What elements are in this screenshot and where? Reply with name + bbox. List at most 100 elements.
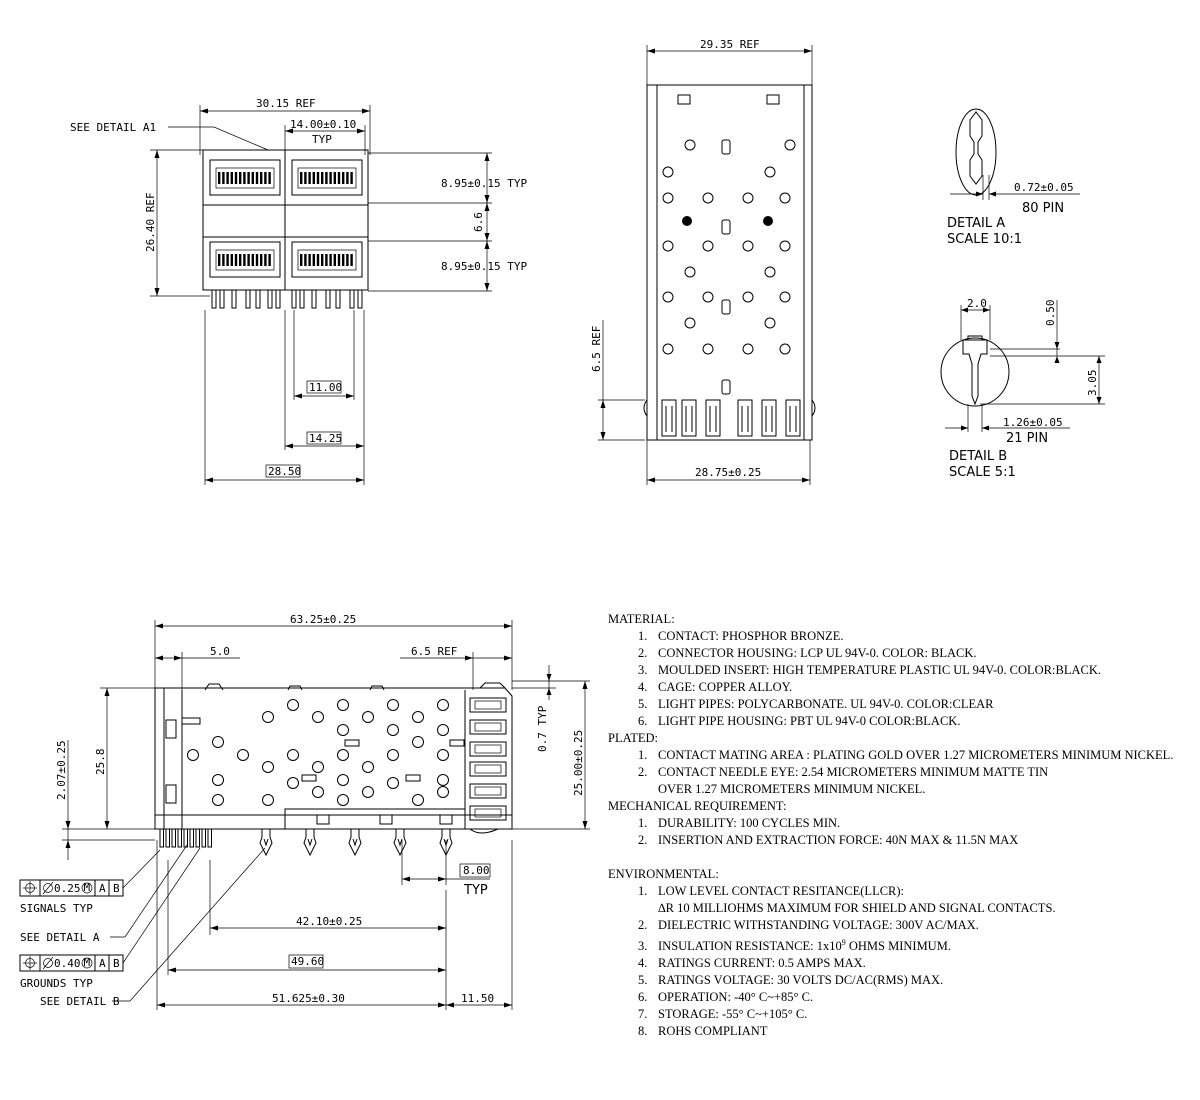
contact-pin: [239, 172, 242, 184]
material-item: 2.CONNECTOR HOUSING: LCP UL 94V-0. COLOR…: [638, 646, 977, 660]
contact-pin: [308, 254, 311, 266]
solder-foot: [231, 289, 237, 309]
contact-pin: [226, 254, 229, 266]
vent-hole: [337, 699, 349, 711]
vent-hole: [784, 139, 796, 151]
signal-pin: [183, 828, 188, 848]
vent-hole: [362, 711, 374, 723]
fcf-signals-b: B: [113, 882, 120, 895]
vent-hole: [387, 749, 399, 761]
bottom-view: 63.25±0.25 5.0 6.5 REF 25.8 2.07±0.25 0.…: [19, 613, 590, 1010]
contact-pin: [234, 172, 238, 184]
env-item: 7.STORAGE: -55° C~+105° C.: [638, 1007, 808, 1022]
vent-hole: [437, 724, 449, 736]
contact-pin: [222, 172, 225, 184]
dim-8-00-typ: TYP: [463, 883, 488, 898]
contact-pin: [239, 254, 242, 266]
press-fit-leg: [785, 399, 801, 437]
dim-0-7-typ: 0.7 TYP: [536, 705, 549, 752]
contact-pin: [316, 254, 320, 266]
detail-b-scale: SCALE 5:1: [949, 465, 1016, 480]
contact-pin: [260, 172, 263, 184]
vent-hole: [779, 291, 791, 303]
vent-hole: [779, 343, 791, 355]
contact-pin: [312, 254, 315, 266]
material-title: MATERIAL:: [608, 612, 675, 626]
signal-pin: [195, 828, 200, 848]
signal-pin: [189, 828, 194, 848]
vent-hole: [337, 774, 349, 786]
vent-hole: [702, 192, 714, 204]
signal-pin: [159, 828, 164, 848]
port-light-pipe-inner: [474, 808, 502, 818]
solder-foot: [335, 289, 341, 309]
port-light-pipe: [469, 697, 507, 713]
vent-hole: [764, 266, 776, 278]
vent-slot: [405, 774, 421, 782]
contact-pin: [268, 254, 271, 266]
rivet: [763, 216, 773, 226]
solder-foot: [245, 289, 251, 309]
fcf-signals-tol: 0.25: [54, 882, 81, 895]
dim-2-07: 2.07±0.25: [55, 740, 68, 800]
contact-pin: [333, 254, 336, 266]
dim-49-60: 49.60: [291, 955, 324, 968]
contact-pin: [251, 172, 254, 184]
contact-pin: [247, 172, 250, 184]
rivet: [682, 216, 692, 226]
contact-pin: [222, 254, 225, 266]
solder-foot: [357, 289, 363, 309]
contact-pin: [255, 254, 259, 266]
dim-width-ref: 30.15 REF: [256, 97, 316, 110]
signal-pin: [177, 828, 182, 848]
vent-hole: [662, 192, 674, 204]
contact-pin: [321, 254, 324, 266]
vent-hole: [237, 749, 249, 761]
contact-pin: [243, 254, 246, 266]
solder-foot: [311, 289, 317, 309]
vent-hole: [362, 761, 374, 773]
dim-8-00: 8.00: [463, 864, 490, 877]
contact-pin: [243, 172, 246, 184]
contact-pin: [346, 254, 349, 266]
env-item: 3.INSULATION RESISTANCE: 1x109 OHMS MINI…: [638, 938, 951, 954]
detail-b-dim-d: 1.26±0.05: [1003, 416, 1063, 429]
specification-notes: MATERIAL: 1.CONTACT: PHOSPHOR BRONZE. 2.…: [608, 611, 1193, 1040]
material-item: 3.MOULDED INSERT: HIGH TEMPERATURE PLAST…: [638, 663, 1101, 677]
solder-foot: [267, 289, 273, 309]
contact-pin: [325, 172, 328, 184]
press-fit-leg: [681, 399, 697, 437]
contact-pin: [234, 254, 238, 266]
contact-pin: [329, 254, 332, 266]
detail-b: 2.0 0.50 3.05 1.26±0.05 21 PIN DETAIL B …: [940, 297, 1105, 480]
detail-b-pins: 21 PIN: [1006, 431, 1048, 446]
fcf-grounds-b: B: [113, 957, 120, 970]
fcf-grounds-a: A: [99, 957, 106, 970]
see-detail-a: SEE DETAIL A: [20, 931, 100, 944]
vent-slot: [721, 219, 731, 235]
vent-hole: [212, 794, 224, 806]
vent-slot: [344, 739, 360, 747]
port-light-pipe: [469, 719, 507, 735]
solder-foot: [325, 289, 331, 309]
contact-pin: [304, 254, 307, 266]
dim-length: 63.25±0.25: [290, 613, 356, 626]
dim-pitch: 14.00±0.10: [290, 118, 356, 131]
contact-pin: [251, 254, 254, 266]
press-fit-leg: [737, 399, 753, 437]
detail-b-dim-h: 0.50: [1044, 300, 1057, 327]
dim-port-height-bottom: 8.95±0.15 TYP: [441, 260, 527, 273]
vent-hole: [287, 749, 299, 761]
contact-pin: [264, 254, 267, 266]
plated-title: PLATED:: [608, 731, 658, 745]
vent-hole: [212, 736, 224, 748]
vent-hole: [779, 192, 791, 204]
port-light-pipe-inner: [474, 722, 502, 732]
contact-pin: [346, 172, 349, 184]
environmental-title: ENVIRONMENTAL:: [608, 867, 719, 881]
vent-hole: [779, 240, 791, 252]
vent-hole: [742, 240, 754, 252]
dim-side-height-ref: 6.5 REF: [590, 326, 603, 372]
press-fit-leg: [661, 399, 677, 437]
